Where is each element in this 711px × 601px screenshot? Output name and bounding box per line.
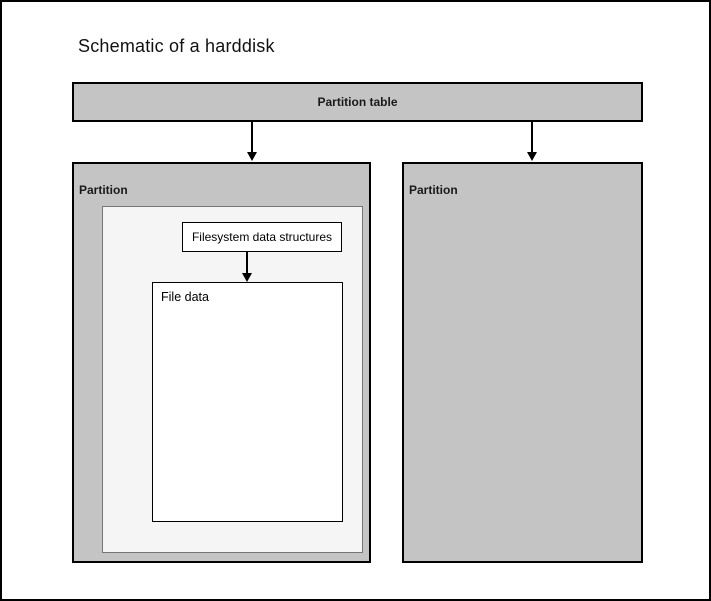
arrowhead-down-icon [246,152,257,161]
diagram-title: Schematic of a harddisk [78,36,275,56]
partition-left-label: Partition [79,183,128,197]
arrow-shaft [246,252,248,274]
filesystem-data-structures-label: Filesystem data structures [191,230,333,244]
arrowhead-down-icon [241,273,252,282]
file-data-box: File data [152,282,343,522]
partition-table-label: Partition table [317,95,398,109]
arrow-shaft [251,122,253,153]
file-data-label: File data [161,290,209,304]
partition-right-box: Partition [402,162,643,563]
partition-right-label: Partition [409,183,458,197]
filesystem-data-structures-box: Filesystem data structures [182,222,342,252]
arrowhead-down-icon [526,152,537,161]
partition-table-box: Partition table [72,82,643,122]
arrow-shaft [531,122,533,153]
